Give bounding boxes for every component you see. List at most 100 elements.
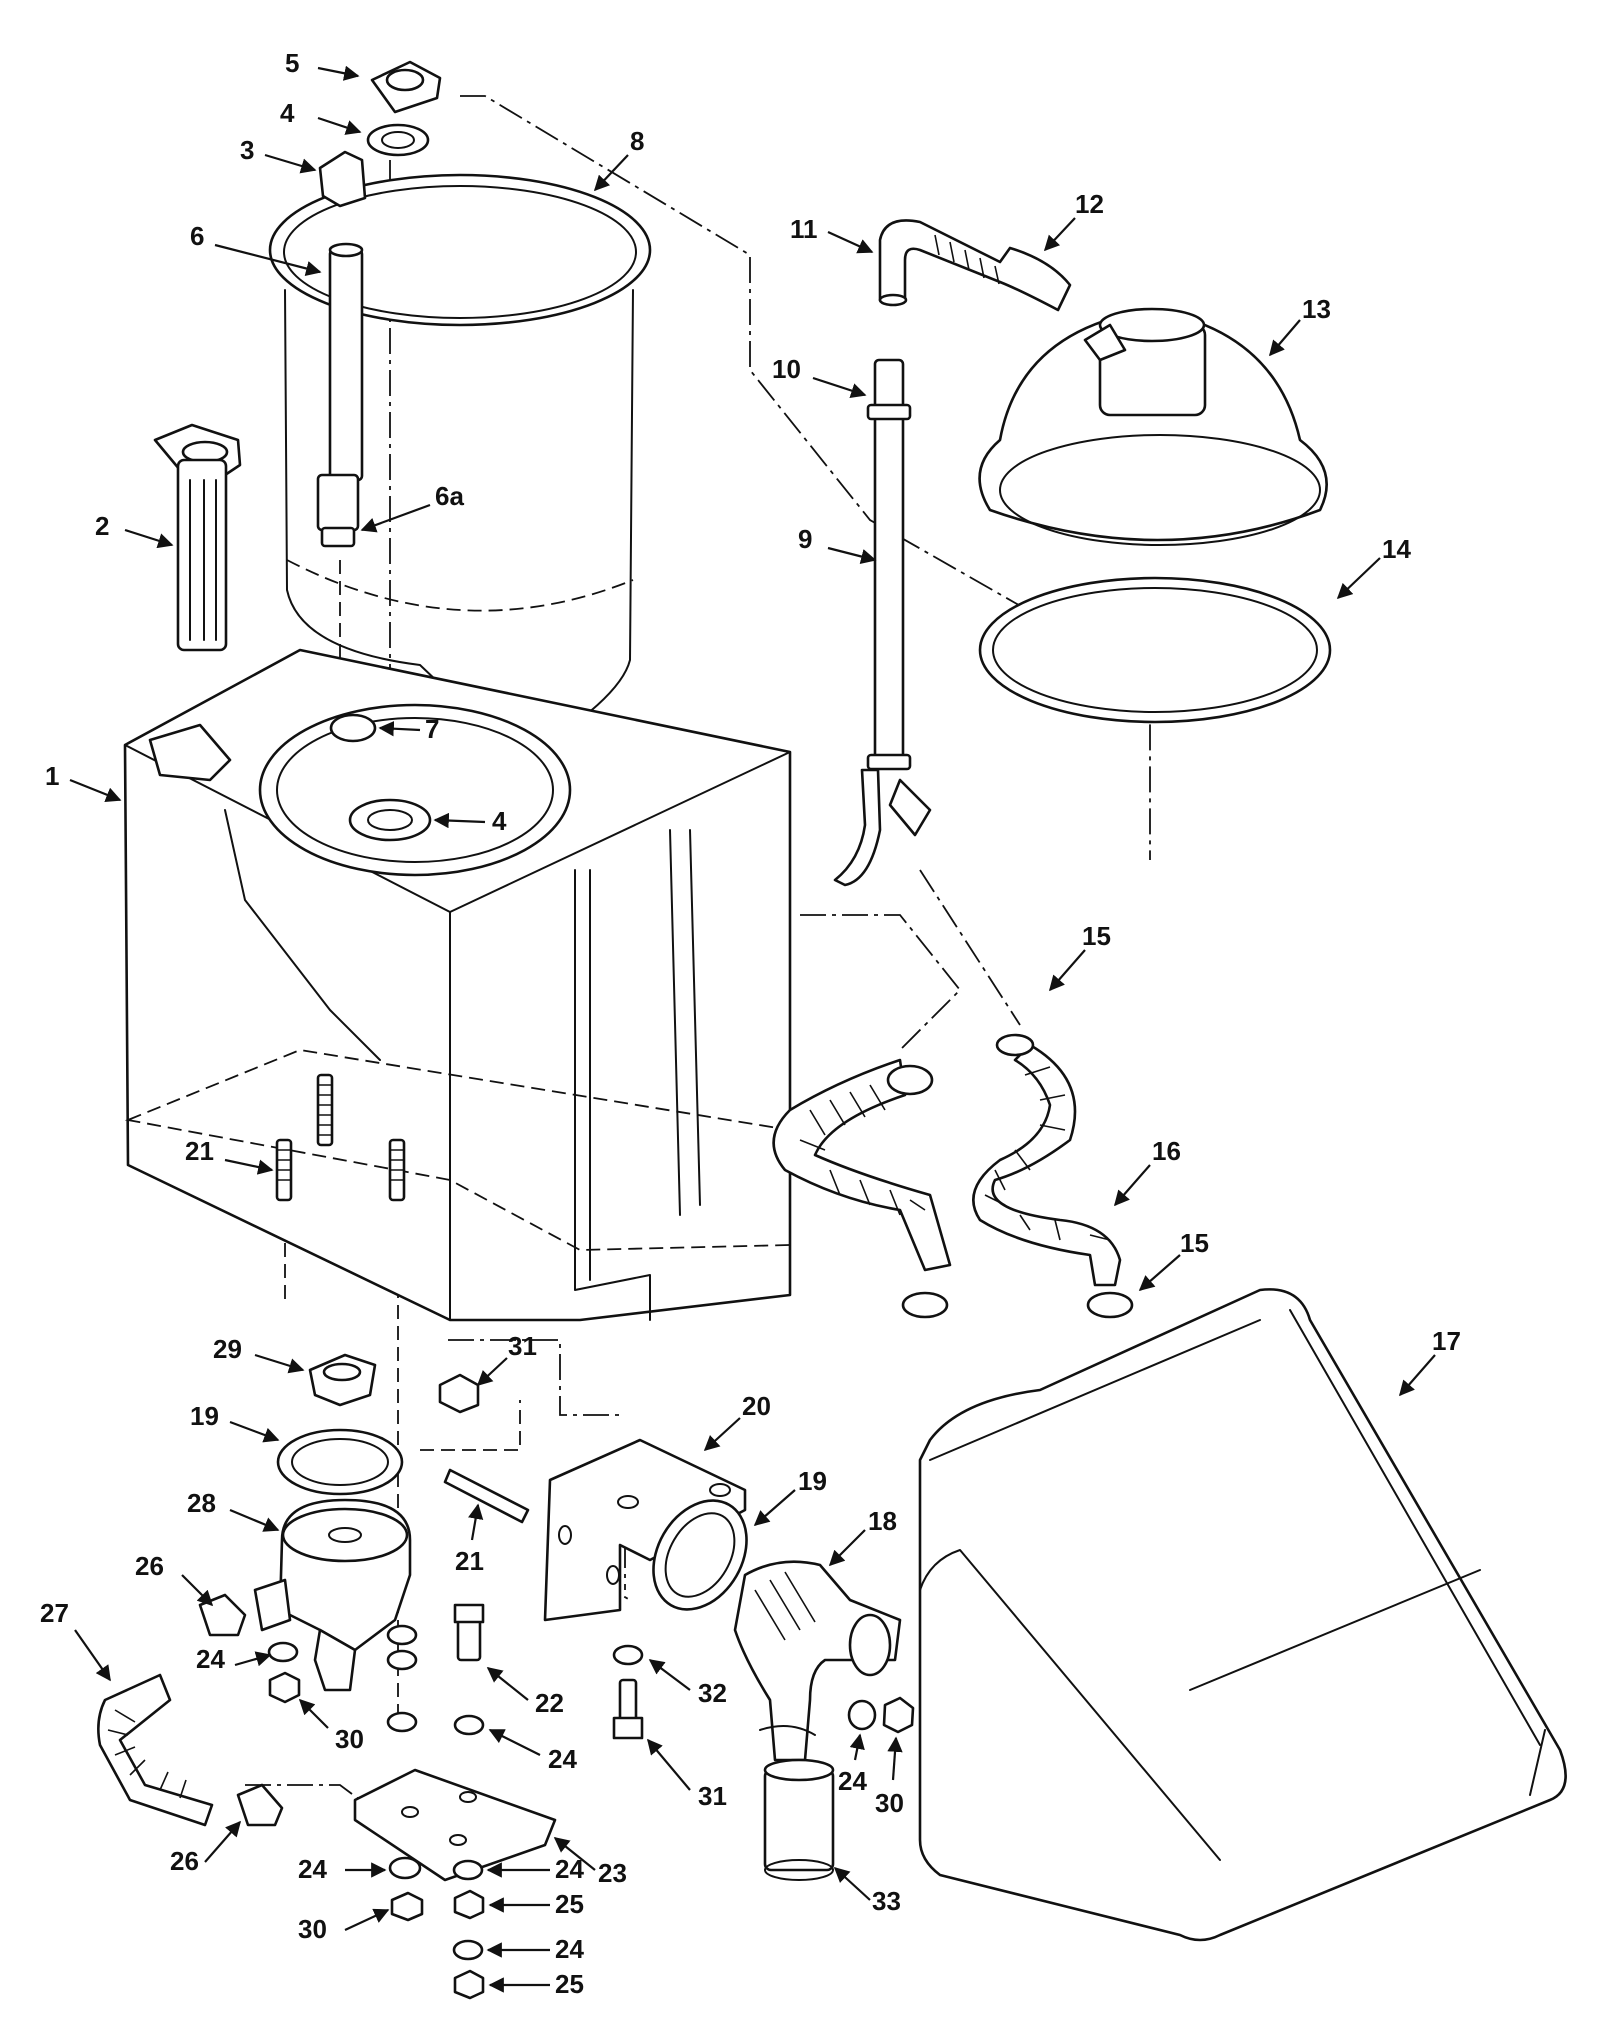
leader-c19a: [229, 1420, 280, 1443]
elbow-parts-18-19: [652, 1499, 902, 1762]
callout-c13: 13: [1302, 294, 1331, 324]
leader-c28: [229, 1508, 280, 1532]
leader-c8: [593, 154, 629, 192]
tube-and-hose-parts-9-12: [833, 219, 1072, 887]
callout-c14: 14: [1382, 534, 1411, 564]
callout-c26b: 26: [170, 1846, 199, 1876]
callout-c24f: 24: [555, 1934, 584, 1964]
standpipe-part-6: [316, 242, 364, 548]
callout-c30a: 30: [335, 1724, 364, 1754]
leader-c15a: [1048, 949, 1086, 992]
leader-c5: [317, 65, 360, 81]
leader-c30b: [887, 1736, 903, 1781]
leader-c9: [827, 546, 877, 565]
leader-c6: [214, 243, 322, 277]
tank-body-part-1: [123, 648, 792, 1322]
stud-part-21-bracket: [443, 1468, 530, 1524]
plug-part-3: [318, 150, 367, 208]
leader-c19b: [753, 1489, 796, 1527]
leader-c24b: [488, 1729, 541, 1756]
callout-c3: 3: [240, 135, 254, 165]
leader-c1: [69, 778, 122, 803]
callout-c27: 27: [40, 1598, 69, 1628]
callout-c7: 7: [425, 714, 439, 744]
callout-c11: 11: [790, 214, 818, 244]
leader-c21b: [468, 1503, 484, 1541]
leader-c24c: [849, 1733, 865, 1761]
callout-c20: 20: [742, 1391, 771, 1421]
callout-c24d: 24: [298, 1854, 327, 1884]
leader-c10: [812, 376, 867, 399]
leader-c26a: [181, 1574, 214, 1607]
callout-c24b: 24: [548, 1744, 577, 1774]
clamp-ring: [886, 1064, 934, 1096]
leader-c20: [703, 1417, 741, 1452]
strainer-part-2: [153, 423, 242, 652]
callout-c8: 8: [630, 126, 644, 156]
leader-c23: [553, 1837, 596, 1871]
callout-c6a: 6a: [435, 481, 464, 511]
leader-c13: [1268, 319, 1301, 357]
callout-c4b: 4: [492, 806, 507, 836]
leader-c33: [833, 1866, 871, 1901]
callout-c18: 18: [868, 1506, 897, 1536]
callout-c21b: 21: [455, 1546, 484, 1576]
washer-part-4-lower: [348, 798, 432, 842]
callout-c23: 23: [598, 1858, 627, 1888]
callout-c5: 5: [285, 48, 299, 78]
sleeve-part-33: [763, 1758, 835, 1881]
hose-part-27: [97, 1593, 284, 1827]
callout-c10: 10: [772, 354, 801, 384]
plate-part-23: [353, 1768, 557, 1882]
leader-c24a: [234, 1651, 272, 1667]
leader-c7: [378, 721, 421, 737]
leader-c18: [828, 1529, 866, 1567]
callout-c31b: 31: [698, 1781, 727, 1811]
leader-c27: [74, 1629, 111, 1682]
callout-c4a: 4: [280, 98, 295, 128]
callout-c19a: 19: [190, 1401, 219, 1431]
callout-c25b: 25: [555, 1969, 584, 1999]
leader-c11: [827, 230, 874, 254]
leader-c3: [264, 153, 317, 174]
callout-c12: 12: [1075, 189, 1104, 219]
leader-c17: [1398, 1354, 1436, 1397]
leader-c14: [1336, 557, 1381, 600]
callout-c24e: 24: [555, 1854, 584, 1884]
leader-c29: [254, 1353, 305, 1374]
leader-c2: [124, 528, 174, 549]
leader-c12: [1043, 217, 1076, 252]
washer-part-4: [366, 123, 430, 157]
leader-c26b: [204, 1820, 242, 1863]
pump-assembly-parts-19-28-29: [253, 1353, 412, 1692]
leader-c15b: [1138, 1254, 1181, 1292]
leader-c21a: [224, 1158, 274, 1175]
washer-part-7: [329, 713, 377, 743]
callout-c16: 16: [1152, 1136, 1181, 1166]
callout-c15b: 15: [1180, 1228, 1209, 1258]
leader-c31b: [647, 1738, 691, 1791]
callout-c19b: 19: [798, 1466, 827, 1496]
callout-c6: 6: [190, 221, 204, 251]
leader-c31a: [476, 1357, 508, 1387]
studs-part-21: [275, 1073, 530, 1524]
leader-c6a: [360, 503, 431, 533]
callout-c30b: 30: [875, 1788, 904, 1818]
leader-c30c: [344, 1908, 390, 1931]
tank-cylinder-part-8: [268, 173, 652, 761]
callout-c25a: 25: [555, 1889, 584, 1919]
motor-cover-part-17: [918, 1288, 1567, 1942]
leader-c4a: [317, 116, 362, 135]
callout-c17: 17: [1432, 1326, 1461, 1356]
callout-c22: 22: [535, 1688, 564, 1718]
leader-c32: [648, 1659, 691, 1691]
callout-c28: 28: [187, 1488, 216, 1518]
callout-c1: 1: [45, 761, 59, 791]
bracket-part-20: [543, 1438, 747, 1622]
leader-c16: [1113, 1164, 1151, 1207]
callout-c30c: 30: [298, 1914, 327, 1944]
hoses-part-16: [772, 1033, 1134, 1319]
leader-c30a: [298, 1698, 329, 1729]
callout-c29: 29: [213, 1334, 242, 1364]
